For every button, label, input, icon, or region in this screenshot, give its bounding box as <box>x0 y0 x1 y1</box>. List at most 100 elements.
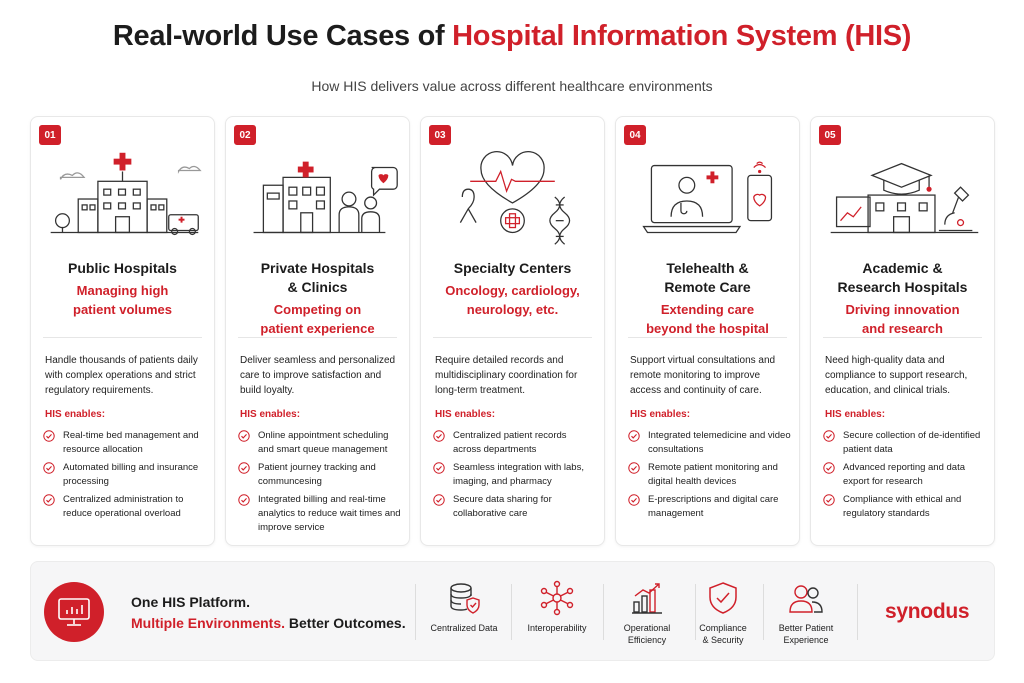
card-divider <box>628 337 787 338</box>
footer-banner: One HIS Platform. Multiple Environments.… <box>30 561 995 661</box>
benefit-item: E-prescriptions and digital care managem… <box>628 493 791 521</box>
feature-compliance-security: Compliance & Security <box>678 580 768 646</box>
check-circle-icon <box>823 462 835 474</box>
check-circle-icon <box>238 462 250 474</box>
check-circle-icon <box>628 430 640 442</box>
feature-interoperability: Interoperability <box>512 580 602 634</box>
specialty-center-illustration <box>421 141 604 259</box>
check-circle-icon <box>823 430 835 442</box>
check-circle-icon <box>43 430 55 442</box>
card-title: Specialty Centers <box>453 260 572 276</box>
his-enables-label: HIS enables: <box>45 409 106 420</box>
feature-operational-efficiency: Operational Efficiency <box>602 580 692 646</box>
footer-divider <box>603 584 604 640</box>
card-tagline: Oncology, cardiology, neurology, etc. <box>445 283 580 317</box>
card-private-hospitals: 02 Private Hospitals & Clinics Competing… <box>225 116 410 546</box>
feature-label: Better Patient Experience <box>778 623 834 645</box>
telehealth-illustration <box>616 141 799 259</box>
card-divider <box>823 337 982 338</box>
check-circle-icon <box>628 494 640 506</box>
card-number-badge: 04 <box>624 125 646 145</box>
card-specialty-centers: 03 Specialty Centers Oncology, cardiolog… <box>420 116 605 546</box>
card-tagline: Competing on patient experience <box>260 302 375 336</box>
public-hospital-illustration <box>31 141 214 259</box>
feature-label: Interoperability <box>527 623 587 633</box>
card-description: Require detailed records and multidiscip… <box>435 355 578 396</box>
title-prefix: Real-world Use Cases of <box>112 20 453 52</box>
card-tagline: Extending care beyond the hospital <box>646 302 769 336</box>
brand-logo: synodus <box>885 600 970 623</box>
card-divider <box>433 337 592 338</box>
check-circle-icon <box>238 430 250 442</box>
check-circle-icon <box>43 462 55 474</box>
card-telehealth: 04 Telehealth & Remote Care Extending ca… <box>615 116 800 546</box>
footer-tagline-accent: Multiple Environments. <box>131 615 286 631</box>
card-title: Academic & Research Hospitals <box>837 260 968 295</box>
card-title: Private Hospitals & Clinics <box>260 260 375 295</box>
his-enables-label: HIS enables: <box>240 409 301 420</box>
footer-divider <box>415 584 416 640</box>
card-divider <box>238 337 397 338</box>
users-icon <box>789 585 823 613</box>
check-circle-icon <box>628 462 640 474</box>
feature-label: Compliance & Security <box>699 623 747 645</box>
check-circle-icon <box>433 494 445 506</box>
bar-chart-icon <box>632 583 662 614</box>
footer-divider <box>763 584 764 640</box>
academic-research-illustration <box>811 141 994 259</box>
benefit-item: Centralized administration to reduce ope… <box>43 493 206 521</box>
card-academic-research: 05 Academic & Research Hospitals Driving… <box>810 116 995 546</box>
card-number-badge: 02 <box>234 125 256 145</box>
feature-label: Centralized Data <box>430 623 498 633</box>
footer-tagline: Multiple Environments. Better Outcomes. <box>131 615 406 631</box>
feature-label: Operational Efficiency <box>623 623 671 645</box>
benefit-item: Patient journey tracking and communcesin… <box>238 461 401 489</box>
footer-headline: One HIS Platform. <box>131 594 251 610</box>
card-description: Need high-quality data and compliance to… <box>825 355 968 396</box>
page-subtitle: How HIS delivers value across different … <box>311 78 713 94</box>
private-clinic-illustration <box>226 141 409 259</box>
benefit-item: Compliance with ethical and regulatory s… <box>823 493 986 521</box>
check-circle-icon <box>823 494 835 506</box>
benefit-item: Real-time bed management and resource al… <box>43 429 206 457</box>
use-case-cards: 01 <box>30 116 995 546</box>
database-shield-icon <box>450 583 480 614</box>
footer-divider <box>511 584 512 640</box>
benefit-item: Online appointment scheduling and smart … <box>238 429 401 457</box>
card-divider <box>43 337 202 338</box>
card-title: Public Hospitals <box>68 260 177 276</box>
footer-divider <box>857 584 858 640</box>
card-description: Deliver seamless and personalized care t… <box>240 355 396 396</box>
benefit-list: Real-time bed management and resource al… <box>43 429 206 525</box>
monitor-chart-icon <box>44 582 104 642</box>
benefit-list: Online appointment scheduling and smart … <box>238 429 401 539</box>
card-tagline: Driving innovation and research <box>845 302 960 336</box>
benefit-item: Seamless integration with labs, imaging,… <box>433 461 596 489</box>
card-public-hospitals: 01 <box>30 116 215 546</box>
benefit-list: Secure collection of de-identified patie… <box>823 429 986 525</box>
his-enables-label: HIS enables: <box>630 409 691 420</box>
card-number-badge: 05 <box>819 125 841 145</box>
card-title: Telehealth & Remote Care <box>664 260 751 295</box>
check-circle-icon <box>238 494 250 506</box>
check-circle-icon <box>43 494 55 506</box>
card-tagline: Managing high patient volumes <box>73 283 172 317</box>
benefit-item: Secure data sharing for collaborative ca… <box>433 493 596 521</box>
benefit-item: Integrated telemedicine and video consul… <box>628 429 791 457</box>
shield-check-icon <box>709 582 737 614</box>
footer-divider <box>695 584 696 640</box>
feature-centralized-data: Centralized Data <box>419 580 509 634</box>
page-title: Real-world Use Cases of Hospital Informa… <box>0 20 1024 53</box>
benefit-item: Secure collection of de-identified patie… <box>823 429 986 457</box>
feature-patient-experience: Better Patient Experience <box>761 580 851 646</box>
check-circle-icon <box>433 462 445 474</box>
card-description: Handle thousands of patients daily with … <box>45 355 198 396</box>
benefit-list: Integrated telemedicine and video consul… <box>628 429 791 525</box>
card-number-badge: 01 <box>39 125 61 145</box>
card-description: Support virtual consultations and remote… <box>630 355 776 396</box>
benefit-item: Advanced reporting and data export for r… <box>823 461 986 489</box>
card-number-badge: 03 <box>429 125 451 145</box>
benefit-item: Integrated billing and real-time analyti… <box>238 493 401 535</box>
footer-tagline-rest: Better Outcomes. <box>285 615 406 631</box>
benefit-item: Remote patient monitoring and digital he… <box>628 461 791 489</box>
